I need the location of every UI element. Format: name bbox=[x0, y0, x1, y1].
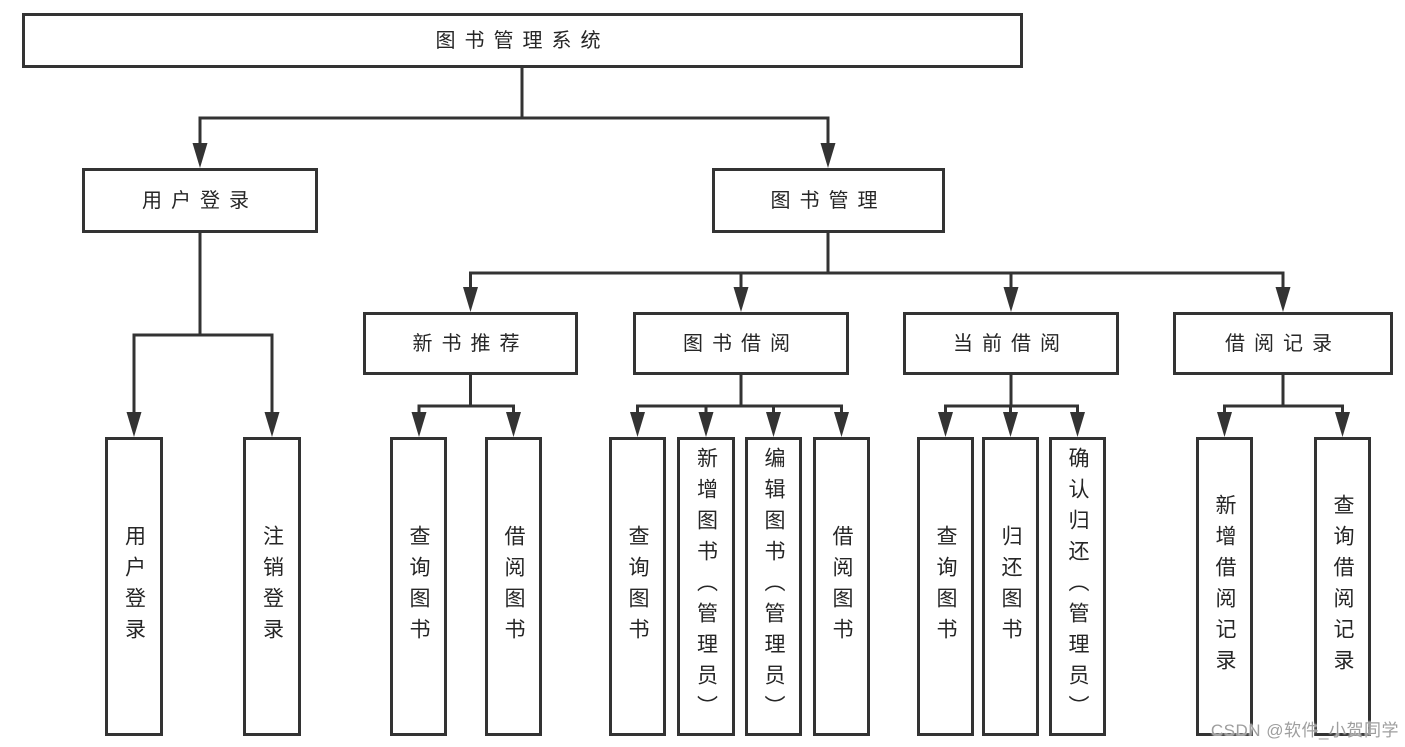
leaf-current-query-book-label: 查询图书 bbox=[934, 524, 958, 649]
node-user-login: 用户登录 bbox=[82, 168, 318, 233]
leaf-current-confirm-return-admin-label: 确认归还（管理员） bbox=[1066, 447, 1090, 726]
leaf-current-return-book: 归还图书 bbox=[982, 437, 1039, 736]
leaf-recommend-query-book: 查询图书 bbox=[390, 437, 447, 736]
node-current-borrowing: 当前借阅 bbox=[903, 312, 1119, 375]
node-user-login-label: 用户登录 bbox=[142, 189, 258, 212]
leaf-borrowing-edit-book-admin: 编辑图书（管理员） bbox=[745, 437, 802, 736]
leaf-records-query-record-label: 查询借阅记录 bbox=[1331, 493, 1355, 680]
connector-strokes bbox=[132, 68, 1344, 416]
leaf-records-add-record: 新增借阅记录 bbox=[1196, 437, 1253, 736]
leaf-logout: 注销登录 bbox=[243, 437, 301, 736]
node-new-book-recommendation-label: 新书推荐 bbox=[412, 332, 529, 355]
leaf-borrowing-edit-book-admin-label: 编辑图书（管理员） bbox=[762, 447, 786, 726]
node-book-management-label: 图书管理 bbox=[770, 189, 887, 212]
node-new-book-recommendation: 新书推荐 bbox=[363, 312, 578, 375]
leaf-borrowing-add-book-admin: 新增图书（管理员） bbox=[677, 437, 735, 736]
leaf-recommend-borrow-book: 借阅图书 bbox=[485, 437, 542, 736]
leaf-recommend-query-book-label: 查询图书 bbox=[407, 524, 431, 649]
leaf-current-confirm-return-admin: 确认归还（管理员） bbox=[1049, 437, 1106, 736]
leaf-logout-label: 注销登录 bbox=[260, 524, 284, 649]
node-borrowing-records: 借阅记录 bbox=[1173, 312, 1393, 375]
node-book-borrowing: 图书借阅 bbox=[633, 312, 849, 375]
leaf-borrowing-add-book-admin-label: 新增图书（管理员） bbox=[694, 447, 718, 726]
csdn-watermark: CSDN @软件_小贺同学 bbox=[1210, 721, 1399, 740]
node-book-management: 图书管理 bbox=[712, 168, 945, 233]
leaf-borrowing-borrow-book-label: 借阅图书 bbox=[830, 524, 854, 649]
node-current-borrowing-label: 当前借阅 bbox=[953, 332, 1069, 355]
node-root-library-system: 图书管理系统 bbox=[22, 13, 1023, 68]
leaf-user-login-label: 用户登录 bbox=[122, 524, 146, 649]
leaf-current-query-book: 查询图书 bbox=[917, 437, 974, 736]
leaf-borrowing-query-book-label: 查询图书 bbox=[626, 524, 650, 649]
leaf-records-add-record-label: 新增借阅记录 bbox=[1213, 493, 1237, 680]
leaf-current-return-book-label: 归还图书 bbox=[999, 524, 1023, 649]
leaf-records-query-record: 查询借阅记录 bbox=[1314, 437, 1371, 736]
arrowheads bbox=[126, 143, 1350, 437]
leaf-borrowing-borrow-book: 借阅图书 bbox=[813, 437, 870, 736]
node-borrowing-records-label: 借阅记录 bbox=[1225, 332, 1341, 355]
leaf-recommend-borrow-book-label: 借阅图书 bbox=[502, 524, 526, 649]
node-root-label: 图书管理系统 bbox=[435, 29, 610, 52]
leaf-user-login: 用户登录 bbox=[105, 437, 163, 736]
leaf-borrowing-query-book: 查询图书 bbox=[609, 437, 666, 736]
node-book-borrowing-label: 图书借阅 bbox=[683, 332, 799, 355]
